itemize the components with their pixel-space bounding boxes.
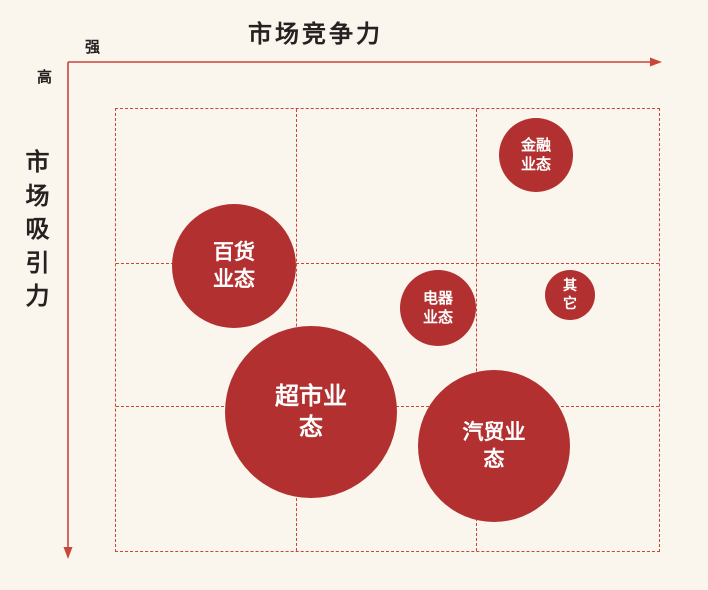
bubble-label: 百货业态 xyxy=(213,239,255,291)
chart-title: 市场竞争力 xyxy=(248,20,383,48)
bubble-label: 其它 xyxy=(563,277,577,312)
bubble-6: 汽贸业态 xyxy=(418,370,570,522)
grid-vline-2 xyxy=(476,109,477,551)
bubble-1: 金融业态 xyxy=(499,118,573,192)
y-axis-title: 市场吸引力 xyxy=(25,148,50,311)
bubble-label: 金融业态 xyxy=(520,135,551,174)
bubble-5: 超市业态 xyxy=(225,326,397,498)
bubble-2: 百货业态 xyxy=(172,204,296,328)
x-axis-origin-label: 强 xyxy=(85,38,101,56)
bubble-label: 汽贸业态 xyxy=(462,419,526,471)
bubble-label: 电器业态 xyxy=(422,288,453,327)
bubble-4: 其它 xyxy=(545,270,595,320)
bubble-label: 超市业态 xyxy=(275,381,347,441)
grid-hline-1 xyxy=(116,263,659,264)
bubble-3: 电器业态 xyxy=(400,270,476,346)
y-axis-origin-label: 高 xyxy=(37,68,53,86)
y-axis-arrow-icon xyxy=(63,547,73,559)
x-axis-arrow-icon xyxy=(650,57,662,67)
